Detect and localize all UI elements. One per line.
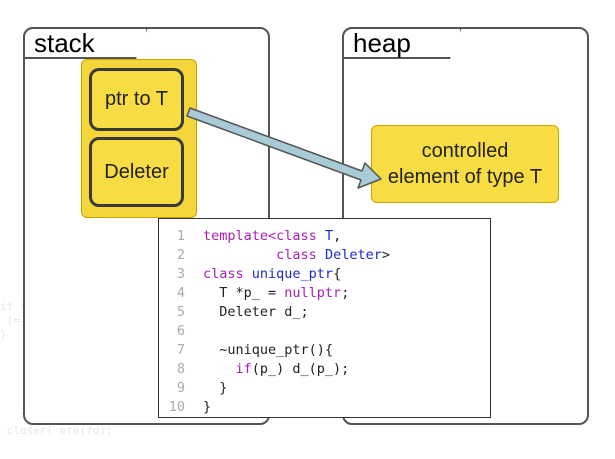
code-token: template< bbox=[203, 228, 277, 244]
code-token: if bbox=[235, 361, 252, 377]
code-token: class bbox=[203, 266, 244, 282]
code-line: 6 bbox=[159, 322, 490, 341]
code-token: { bbox=[333, 266, 342, 282]
code-line: 7 ~unique_ptr(){ bbox=[159, 341, 490, 360]
ptr-to-t-cell: ptr to T bbox=[89, 68, 184, 131]
line-number: 2 bbox=[176, 247, 185, 263]
deleter-cell: Deleter bbox=[89, 137, 184, 207]
unique-ptr-object: ptr to T Deleter bbox=[81, 59, 197, 218]
line-number: 6 bbox=[176, 323, 185, 339]
code-text: } bbox=[185, 379, 227, 398]
code-line: 4 T *p_ = nullptr; bbox=[159, 284, 490, 303]
code-text: template<class T, bbox=[185, 227, 341, 246]
heap-panel-title: heap bbox=[342, 27, 462, 59]
code-text: T *p_ = nullptr; bbox=[185, 284, 349, 303]
line-number: 4 bbox=[176, 285, 185, 301]
deleter-label: Deleter bbox=[104, 160, 169, 183]
code-token bbox=[317, 228, 325, 244]
code-token: T bbox=[324, 228, 334, 244]
line-number: 7 bbox=[176, 342, 185, 358]
code-token: T *p_ = bbox=[203, 285, 285, 301]
line-number: 3 bbox=[176, 266, 185, 282]
code-token: class bbox=[276, 228, 317, 244]
line-number: 8 bbox=[176, 361, 185, 377]
heap-element-box: controlled element of type T bbox=[371, 125, 559, 203]
code-token: Deleter bbox=[324, 247, 382, 263]
code-token: ~unique_ptr(){ bbox=[203, 342, 334, 358]
heap-element-line1: controlled bbox=[421, 140, 509, 162]
code-token bbox=[317, 247, 325, 263]
code-text: class Deleter> bbox=[185, 246, 390, 265]
code-token: ; bbox=[341, 285, 350, 301]
code-token: unique_ptr bbox=[251, 266, 334, 282]
code-text: ~unique_ptr(){ bbox=[185, 341, 333, 360]
code-line: 10} bbox=[159, 398, 490, 417]
code-token bbox=[203, 361, 236, 377]
code-token: , bbox=[333, 228, 342, 244]
code-token: Deleter d_; bbox=[203, 304, 309, 320]
code-token: > bbox=[381, 247, 390, 263]
line-number: 1 bbox=[176, 228, 185, 244]
code-line: 9 } bbox=[159, 379, 490, 398]
code-text bbox=[185, 322, 203, 341]
code-text: class unique_ptr{ bbox=[185, 265, 341, 284]
line-number: 10 bbox=[168, 399, 185, 415]
code-text: if(p_) d_(p_); bbox=[185, 360, 350, 379]
code-text: } bbox=[185, 398, 211, 417]
code-token: } bbox=[203, 380, 228, 396]
code-token bbox=[244, 266, 252, 282]
code-token: nullptr bbox=[284, 285, 342, 301]
line-number: 9 bbox=[176, 380, 185, 396]
code-token bbox=[203, 247, 276, 263]
code-line: 8 if(p_) d_(p_); bbox=[159, 360, 490, 379]
code-line: 2 class Deleter> bbox=[159, 246, 490, 265]
code-line: 5 Deleter d_; bbox=[159, 303, 490, 322]
code-text: Deleter d_; bbox=[185, 303, 309, 322]
code-token: (p_) d_(p_); bbox=[251, 361, 350, 377]
code-token: } bbox=[203, 399, 212, 415]
stack-panel-title: stack bbox=[23, 27, 148, 59]
pointer-arrow-shape bbox=[186, 107, 382, 189]
code-token: class bbox=[276, 247, 317, 263]
line-number: 5 bbox=[176, 304, 185, 320]
ptr-to-t-label: ptr to T bbox=[105, 88, 168, 110]
heap-element-line2: element of type T bbox=[387, 166, 543, 188]
